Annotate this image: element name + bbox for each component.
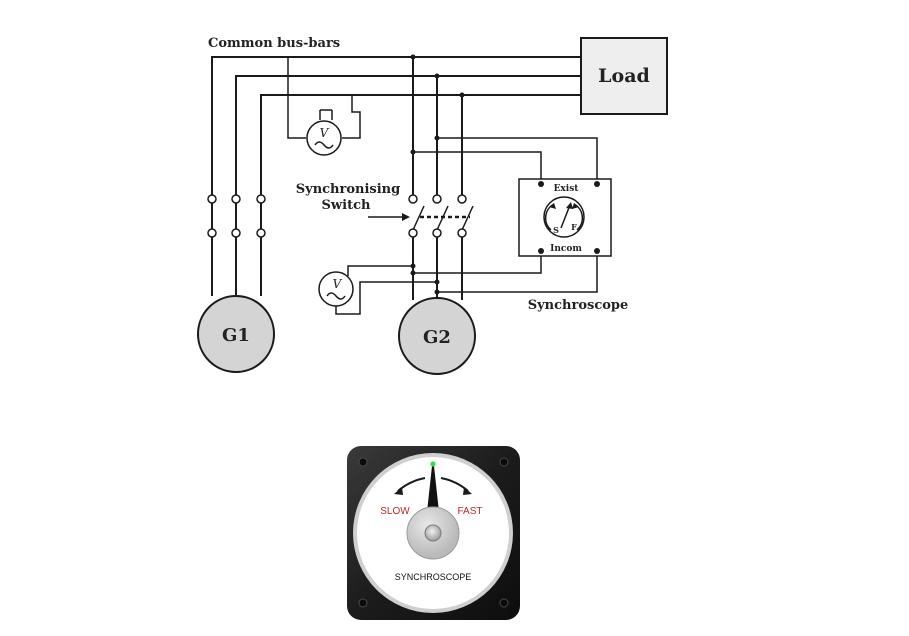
synchroscope-s-label: S (553, 225, 559, 235)
screw-icon (499, 598, 509, 608)
slow-label: SLOW (380, 506, 410, 517)
meter-title: SYNCHROSCOPE (395, 572, 472, 582)
generator-g2 (398, 297, 476, 375)
switch-label-line2: Switch (322, 198, 371, 213)
fast-label: FAST (457, 506, 482, 517)
needle-tip-indicator (430, 461, 436, 467)
voltmeter-v-symbol: V (320, 126, 330, 140)
meter-needle (427, 466, 439, 512)
meter-knob (424, 524, 442, 542)
switch-label-line1: Synchronising (296, 182, 400, 197)
synchroscope-incom-label: Incom (550, 244, 582, 254)
g1-breaker (207, 194, 266, 238)
synchroscope-dial (543, 196, 585, 238)
synchroscope-f-label: F (571, 222, 577, 232)
screw-icon (358, 457, 368, 467)
bus-voltmeter: V (287, 57, 361, 156)
incoming-voltmeter: V (318, 263, 440, 315)
generator-g1-label: G1 (222, 325, 250, 346)
screw-icon (499, 457, 509, 467)
load-box (580, 37, 668, 115)
bus-bars (211, 56, 581, 296)
synchronising-switch (408, 194, 474, 238)
switch-pointer-arrow (368, 213, 410, 221)
synchroscope-wiring (410, 135, 598, 295)
generator-g2-label: G2 (423, 327, 451, 348)
generator-g1 (197, 295, 275, 373)
synchroscope-dial-arrows (544, 202, 584, 231)
load-label: Load (598, 65, 650, 87)
incoming-voltmeter-v-symbol: V (333, 277, 343, 291)
synchroscope-label: Synchroscope (528, 298, 629, 313)
synchroscope-exist-label: Exist (554, 184, 580, 194)
bus-bars-label: Common bus-bars (208, 36, 340, 51)
synchroscope-meter: SLOW FAST SYNCHROSCOPE (347, 446, 520, 620)
screw-icon (358, 598, 368, 608)
